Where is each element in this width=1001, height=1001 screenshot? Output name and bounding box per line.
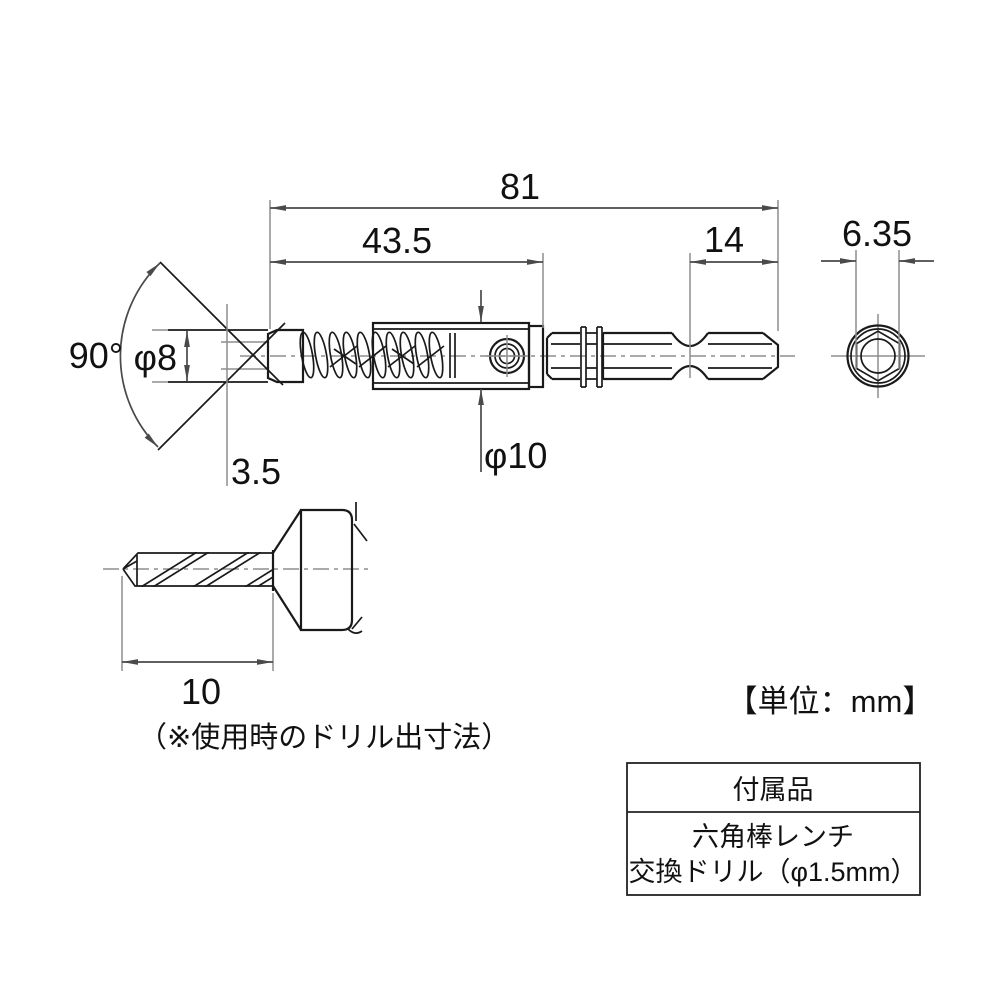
drill-bit: [122, 552, 273, 587]
end-view: 6.35: [821, 213, 934, 398]
retaining-rings: [580, 326, 603, 388]
dim-hex-width-label: 6.35: [842, 213, 912, 254]
collar: [266, 328, 305, 384]
hex-shank: [545, 326, 780, 388]
dim-protrusion-label: 10: [181, 671, 221, 712]
dim-sleeve-diameter-label: φ10: [484, 435, 547, 476]
countersink-head: [271, 502, 368, 634]
body-diameter-dimension: φ8: [134, 331, 190, 381]
protrusion-note: （※使用時のドリル出寸法）: [138, 721, 510, 754]
cone-edge-upper: [159, 261, 284, 386]
accessories-table-header: 付属品: [733, 775, 814, 805]
length-dimensions: 81 43.5 14: [269, 166, 779, 378]
unit-label: 【単位：mm】: [727, 684, 934, 719]
shank-tip-chamfer: [762, 332, 780, 380]
tip-depth-dimension: 3.5: [226, 304, 281, 492]
set-screw: [486, 335, 528, 377]
accessories-table: 付属品 六角棒レンチ 交換ドリル（φ1.5mm）: [626, 762, 921, 896]
dim-shank-length-label: 14: [704, 219, 744, 260]
spring: [299, 331, 456, 379]
cone-edge-lower: [157, 322, 286, 451]
countersink-body: [152, 261, 286, 451]
dim-tip-depth-label: 3.5: [231, 451, 281, 492]
accessories-table-row: 交換ドリル（φ1.5mm）: [628, 857, 917, 887]
dim-total-length-label: 81: [500, 166, 540, 207]
sleeve-diameter-dimension: φ10: [478, 290, 547, 476]
dim-body-diameter-label: φ8: [134, 337, 177, 378]
accessories-table-row: 六角棒レンチ: [692, 822, 854, 852]
drill-protrusion-view: 10 （※使用時のドリル出寸法）: [103, 502, 510, 754]
main-side-view: [152, 261, 795, 451]
hex-width-dimension: 6.35: [821, 213, 934, 369]
drill-flutes: [140, 552, 273, 587]
sleeve: [371, 321, 545, 391]
protrusion-dimension: 10 （※使用時のドリル出寸法）: [121, 576, 510, 754]
dim-front-section-label: 43.5: [362, 220, 432, 261]
dim-countersink-angle-label: 90°: [69, 335, 123, 376]
angle-dimension: 90°: [69, 262, 161, 448]
